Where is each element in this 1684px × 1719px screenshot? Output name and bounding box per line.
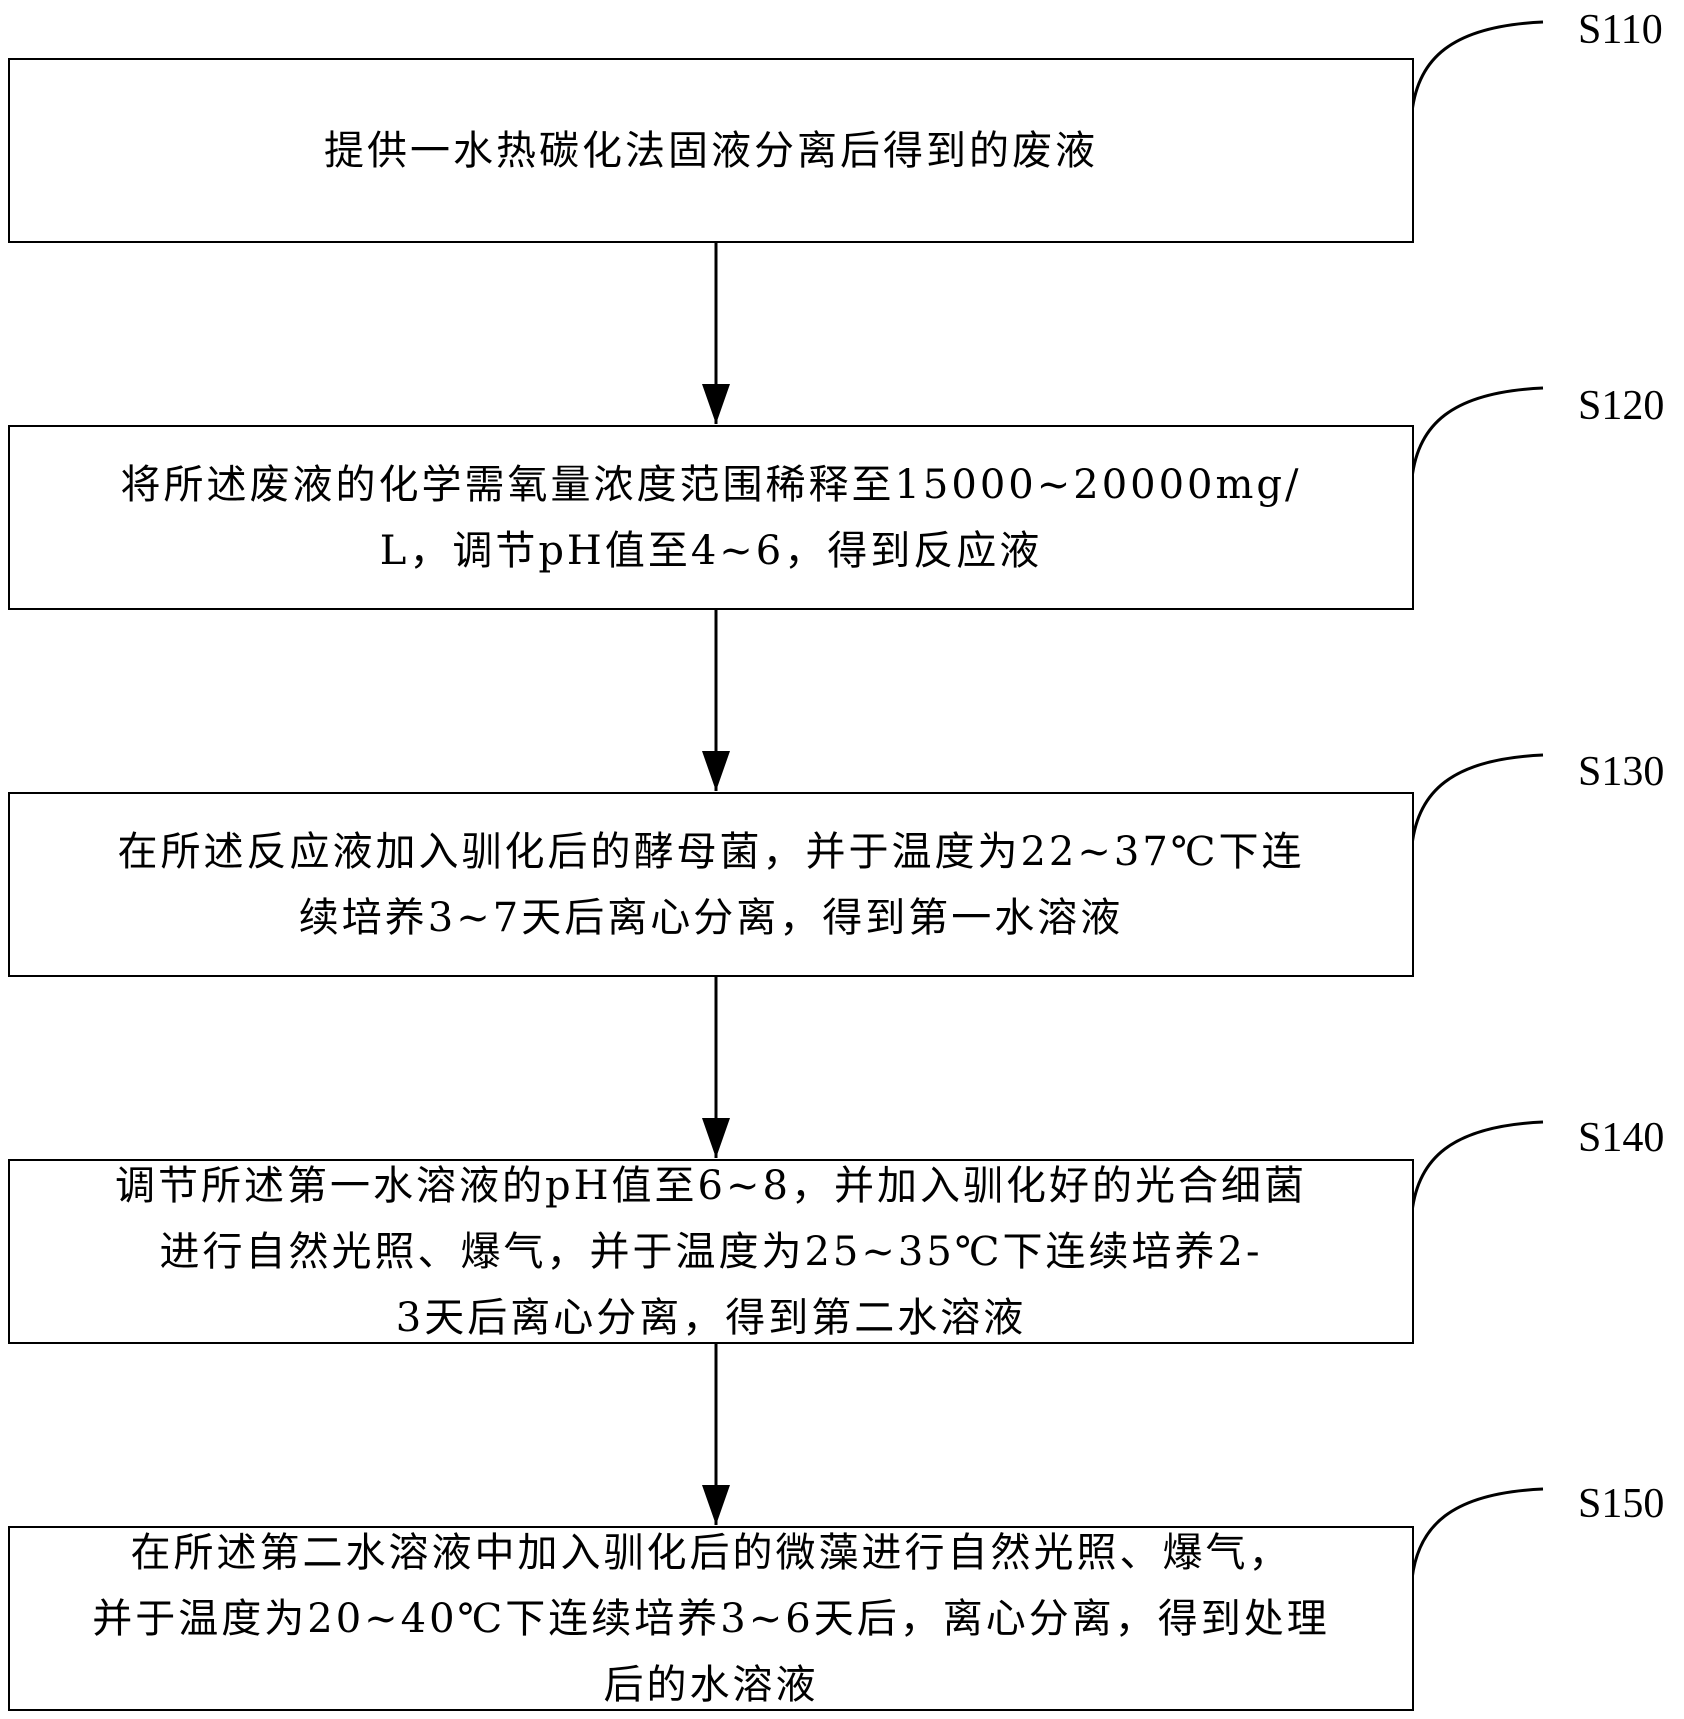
step-label-s120: S120 [1578,383,1665,429]
step-text-s120: 将所述废液的化学需氧量浓度范围稀释至15000~20000mg/ L，调节pH值… [120,452,1301,584]
step-label-s130: S130 [1578,749,1665,795]
step-s120-line-1: 将所述废液的化学需氧量浓度范围稀释至15000~20000mg/ [120,461,1302,508]
step-label-s110: S110 [1578,7,1663,53]
step-text-s130: 在所述反应液加入驯化后的酵母菌，并于温度为22~37℃下连 续培养3~7天后离心… [117,819,1304,951]
step-s130-line-2: 续培养3~7天后离心分离，得到第一水溶液 [298,894,1124,941]
leader-s110 [1410,20,1544,113]
step-s150-line-2: 并于温度为20~40℃下连续培养3~6天后，离心分离，得到处理 [92,1595,1330,1642]
leader-s140 [1410,1120,1544,1213]
step-text-s150: 在所述第二水溶液中加入驯化后的微藻进行自然光照、爆气， 并于温度为20~40℃下… [92,1520,1329,1718]
step-text-s110: 提供一水热碳化法固液分离后得到的废液 [324,118,1098,184]
leader-s120 [1410,386,1544,479]
step-s120-line-2: L，调节pH值至4~6，得到反应液 [379,527,1043,574]
step-label-s140: S140 [1578,1115,1665,1161]
step-box-s130: 在所述反应液加入驯化后的酵母菌，并于温度为22~37℃下连 续培养3~7天后离心… [8,792,1414,977]
step-label-s150: S150 [1578,1481,1665,1527]
step-text-s140: 调节所述第一水溶液的pH值至6~8，并加入驯化好的光合细菌 进行自然光照、爆气，… [115,1153,1307,1351]
arrowhead-s130 [702,751,730,791]
arrowhead-s140 [702,1118,730,1158]
step-s110-line-1: 提供一水热碳化法固液分离后得到的废液 [324,127,1098,174]
step-s140-line-1: 调节所述第一水溶液的pH值至6~8，并加入驯化好的光合细菌 [115,1162,1307,1209]
arrowhead-s120 [702,384,730,424]
step-s150-line-1: 在所述第二水溶液中加入驯化后的微藻进行自然光照、爆气， [130,1529,1292,1576]
arrowhead-s150 [702,1485,730,1525]
leader-s150 [1410,1487,1544,1580]
step-s140-line-2: 进行自然光照、爆气，并于温度为25~35℃下连续培养2- [159,1228,1263,1275]
leader-s130 [1410,753,1544,846]
step-s150-line-3: 后的水溶液 [603,1661,819,1708]
step-s130-line-1: 在所述反应液加入驯化后的酵母菌，并于温度为22~37℃下连 [117,828,1305,875]
step-box-s140: 调节所述第一水溶液的pH值至6~8，并加入驯化好的光合细菌 进行自然光照、爆气，… [8,1159,1414,1344]
step-box-s110: 提供一水热碳化法固液分离后得到的废液 [8,58,1414,243]
step-box-s120: 将所述废液的化学需氧量浓度范围稀释至15000~20000mg/ L，调节pH值… [8,425,1414,610]
step-s140-line-3: 3天后离心分离，得到第二水溶液 [395,1294,1027,1341]
step-box-s150: 在所述第二水溶液中加入驯化后的微藻进行自然光照、爆气， 并于温度为20~40℃下… [8,1526,1414,1711]
